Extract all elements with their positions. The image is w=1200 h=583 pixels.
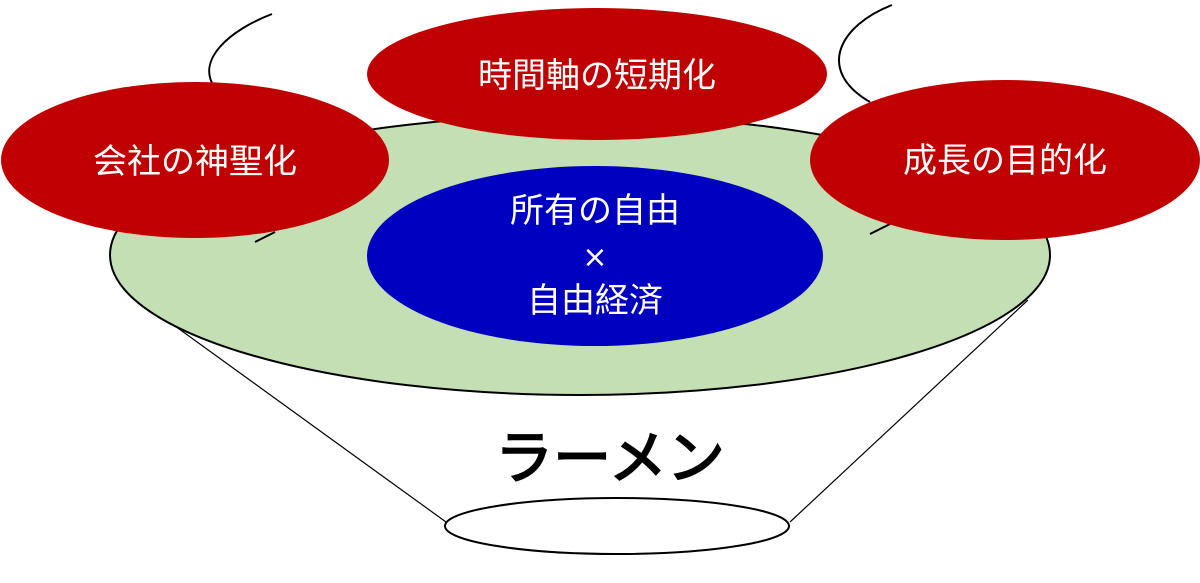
right-label: 成長の目的化 [903, 141, 1107, 181]
right-ellipse [810, 80, 1200, 240]
bowl-label: ラーメン [495, 424, 725, 492]
steam-right-icon [838, 4, 893, 103]
left-label: 会社の神聖化 [93, 142, 297, 182]
top-ellipse [367, 8, 827, 140]
center-line1: 所有の自由 [510, 191, 680, 231]
center-line3: 自由経済 [527, 281, 663, 321]
steam-right-tail [869, 223, 891, 235]
bowl-right-side [789, 299, 1029, 523]
steam-left-icon [208, 13, 273, 89]
top-label: 時間軸の短期化 [478, 56, 716, 96]
bowl-left-side [127, 291, 447, 523]
center-ellipse [367, 166, 823, 346]
bowl-base [444, 497, 790, 555]
steam-left-tail [254, 231, 276, 243]
center-line2: × [582, 240, 607, 275]
left-ellipse [1, 82, 389, 238]
